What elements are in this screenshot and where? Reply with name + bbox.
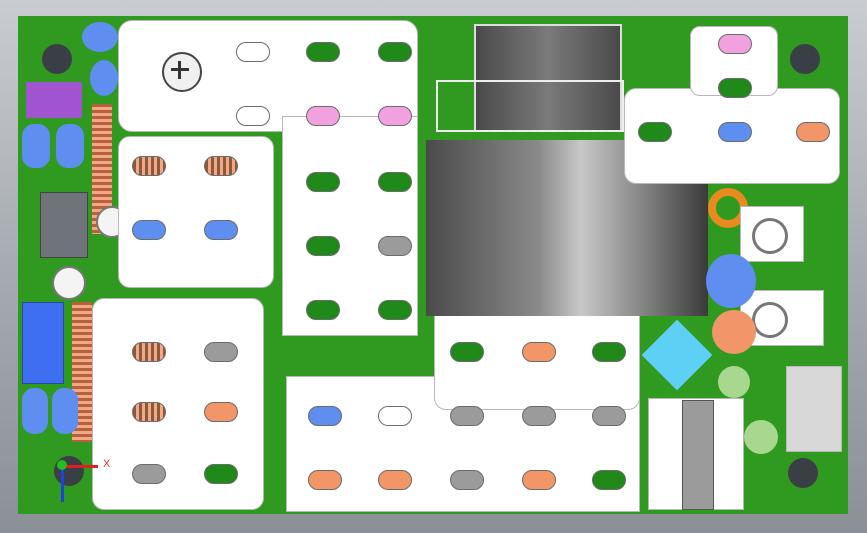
slot [718,34,752,54]
capacitor-blue-pair-2 [56,124,84,168]
shield-vertical-column [282,116,418,336]
component-green-round-1 [718,366,750,398]
slot [522,406,556,426]
slot [450,406,484,426]
slot [204,402,238,422]
mounting-hole-bottom-right [788,458,818,488]
shield-bottom-left [92,298,264,510]
ic-chip-purple [26,82,82,118]
slot [718,122,752,142]
axis-triad-origin [57,460,67,470]
terminal-screw-1 [752,218,788,254]
relay-frame [436,80,624,132]
slot [132,220,166,240]
terminal-screw-2 [752,302,788,338]
pcb-board [18,16,848,514]
slot [450,470,484,490]
slot [306,300,340,320]
slot [132,342,166,362]
slot [204,156,238,176]
slot [592,342,626,362]
mounting-hole-top-right [790,44,820,74]
connector-header [786,366,842,452]
axis-triad-y [61,468,64,502]
slot [132,156,166,176]
slot [718,78,752,98]
slot [378,42,412,62]
slot [308,406,342,426]
slot [308,470,342,490]
axis-x-label: X [103,458,111,470]
component-lightblue-diamond [641,319,713,391]
capacitor-blue-bottom-2 [52,388,78,434]
slot [592,406,626,426]
capacitor-blue-rect [22,302,64,384]
screw-cross-icon-v [178,61,181,79]
capacitor-blue-left [90,60,118,96]
slot [638,122,672,142]
slot [378,236,412,256]
round-component-white-2 [52,266,86,300]
slot [204,220,238,240]
slot [592,470,626,490]
transformer-core [682,400,714,510]
slot [306,106,340,126]
slot [378,300,412,320]
inductor-coil-vertical [92,104,112,234]
slot [796,122,830,142]
slot [132,402,166,422]
capacitor-blue-pair-1 [22,124,50,168]
slot [378,470,412,490]
component-green-round-2 [744,420,778,454]
capacitor-blue-bottom-1 [22,388,48,434]
slot [204,342,238,362]
slot [378,106,412,126]
slot [306,172,340,192]
capacitor-blue-right [706,254,756,308]
capacitor-orange-right [712,310,756,354]
slot [522,342,556,362]
slot [306,236,340,256]
slot [204,464,238,484]
slot [236,42,270,62]
slot [378,172,412,192]
capacitor-blue-top [82,22,118,52]
screw-head [162,52,202,92]
slot [450,342,484,362]
slot [306,42,340,62]
slot [522,470,556,490]
slot [378,406,412,426]
axis-triad-x [62,465,98,468]
slot [236,106,270,126]
slot [132,464,166,484]
connector-grey [40,192,88,258]
mounting-hole-top-left [42,44,72,74]
